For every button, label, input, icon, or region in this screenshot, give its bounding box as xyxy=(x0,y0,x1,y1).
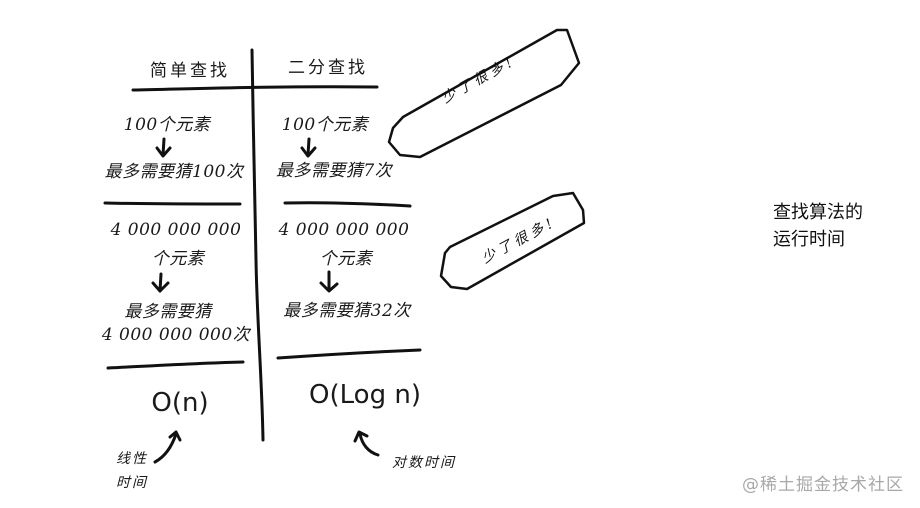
complexity-linear: O(n) xyxy=(151,388,209,418)
linear-time-note-line1: 线性 xyxy=(116,451,148,467)
header-underline xyxy=(131,85,379,92)
callout-banner-1 xyxy=(387,28,581,159)
complexity-logarithmic: O(Log n) xyxy=(309,380,421,410)
simple-large-result-line2: 4 000 000 000次 xyxy=(101,325,251,345)
simple-large-result-line1: 最多需要猜 xyxy=(124,302,212,322)
binary-small-elements: 100个元素 xyxy=(281,115,369,135)
simple-large-elements-line1: 4 000 000 000 xyxy=(110,220,242,240)
caption-line-1: 查找算法的 xyxy=(773,202,863,223)
simple-large-elements-line2: 个元素 xyxy=(151,249,205,269)
column-header-simple-search: 简单查找 xyxy=(150,61,230,81)
linear-time-note-line2: 时间 xyxy=(116,475,148,491)
simple-small-result: 最多需要猜100次 xyxy=(104,162,244,182)
column-header-binary-search: 二分查找 xyxy=(288,58,368,78)
callout-banner-2 xyxy=(439,191,586,291)
binary-small-result: 最多需要猜7次 xyxy=(275,161,393,181)
column-divider xyxy=(250,48,265,442)
binary-large-elements-line2: 个元素 xyxy=(319,249,373,269)
figure-caption: 查找算法的 运行时间 xyxy=(773,199,863,253)
binary-large-result: 最多需要猜32次 xyxy=(283,301,411,321)
caption-line-2: 运行时间 xyxy=(773,229,845,250)
log-time-note: 对数时间 xyxy=(392,455,456,471)
binary-large-elements-line1: 4 000 000 000 xyxy=(278,220,410,240)
watermark: @稀土掘金技术社区 xyxy=(742,475,904,495)
simple-small-elements: 100个元素 xyxy=(123,115,211,135)
